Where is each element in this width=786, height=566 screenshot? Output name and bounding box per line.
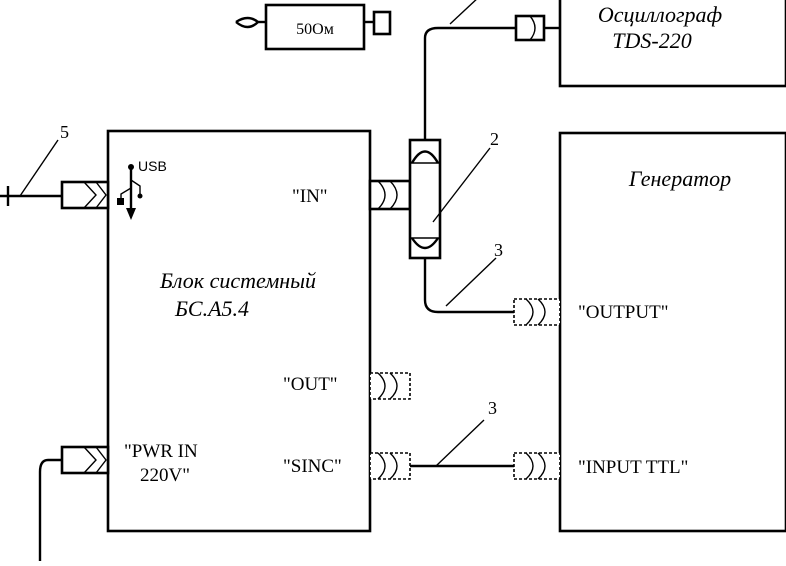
out-port-label: "OUT" (283, 374, 338, 395)
oscilloscope-model: TDS-220 (612, 28, 691, 53)
power-cable (38, 445, 110, 561)
usb-connector (60, 180, 110, 210)
t-splitter (408, 26, 516, 314)
resistor-label: 50Ом (296, 21, 334, 38)
in-port-connector (368, 179, 412, 211)
oscilloscope-box (558, 0, 786, 88)
system-block-title: Блок системный (159, 268, 316, 293)
resistor-left-plug (235, 16, 260, 29)
generator-input-connector (513, 452, 561, 480)
usb-label: USB (138, 158, 167, 174)
resistor-assembly: 50Ом (235, 3, 392, 51)
callout-3-lower: 3 (488, 398, 497, 418)
system-block-box (106, 129, 372, 533)
resistor-body (264, 3, 366, 51)
pwr-label-line1: "PWR IN (124, 441, 198, 462)
oscilloscope-title: Осциллограф (598, 2, 723, 27)
pwr-label-line2: 220V" (140, 465, 190, 486)
resistor-right-plug (372, 10, 392, 36)
sinc-port-label: "SINC" (283, 456, 342, 477)
callout-2: 2 (490, 129, 499, 149)
out-connector (369, 372, 411, 400)
sinc-connector (369, 419, 514, 480)
callout-5: 5 (60, 122, 69, 142)
oscilloscope: Осциллограф TDS-220 (449, 0, 786, 88)
system-block-model: БС.А5.4 (174, 296, 249, 321)
in-port-label: "IN" (292, 186, 328, 207)
generator-output-connector (513, 298, 561, 326)
generator-output-label: "OUTPUT" (578, 302, 668, 323)
usb-cable (0, 139, 110, 210)
generator-input-ttl-label: "INPUT TTL" (578, 457, 688, 478)
in-connector (368, 179, 412, 211)
oscilloscope-connector (514, 14, 546, 42)
system-block: Блок системный БС.А5.4 USB "IN" "OUT" "S… (106, 129, 372, 533)
generator-box (558, 131, 786, 533)
callout-3-upper: 3 (494, 240, 503, 260)
power-connector (60, 445, 110, 475)
usb-icon (117, 164, 143, 220)
generator: Генератор "OUTPUT" "INPUT TTL" (513, 131, 786, 533)
generator-title: Генератор (628, 166, 731, 191)
